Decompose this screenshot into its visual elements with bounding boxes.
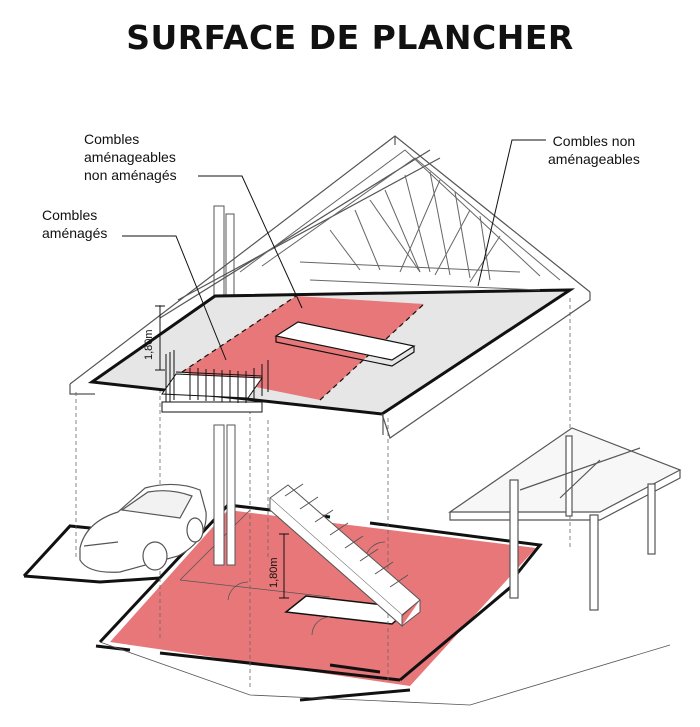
- attic-height-label: 1,80m: [143, 329, 155, 360]
- ground-height-marker: [279, 533, 289, 599]
- roof-trusses: [239, 149, 561, 291]
- staircase: [269, 483, 421, 628]
- label-combles-amenages: Combles aménagés: [42, 207, 108, 241]
- balcony-railing: [161, 350, 269, 413]
- attic-height-marker: [155, 305, 165, 371]
- leader-lines: [122, 139, 546, 361]
- car-outline: [79, 483, 207, 573]
- attic-height-limit: [181, 295, 425, 401]
- ground-height-label: 1,80m: [268, 557, 280, 588]
- label-combles-non-amenageables: Combles non aménageables: [548, 133, 640, 167]
- label-combles-amenageables-non-amenages: Combles aménageables non aménagés: [84, 131, 177, 183]
- projection-lines: [75, 298, 571, 690]
- roof-structure: [69, 135, 591, 439]
- carport-pergola: [448, 427, 682, 611]
- attic-stair-opening: [274, 321, 416, 367]
- diagram-title: SURFACE DE PLANCHER: [126, 18, 574, 57]
